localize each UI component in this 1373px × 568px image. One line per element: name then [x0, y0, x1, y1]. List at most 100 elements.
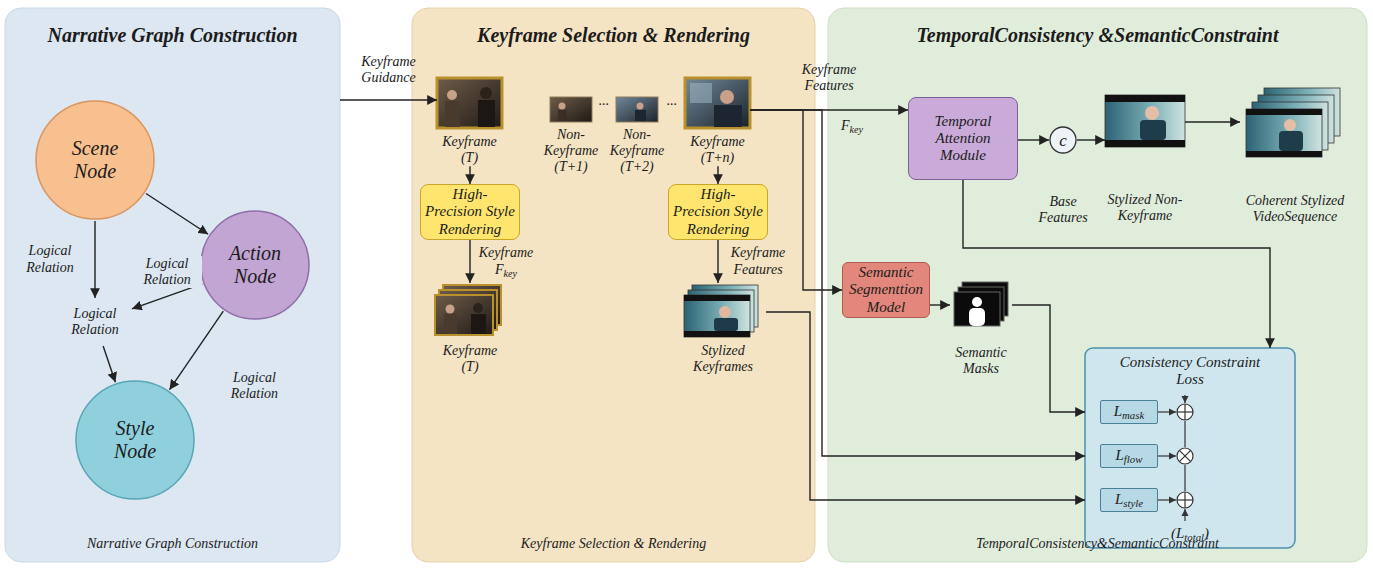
non-keyframe-image: Non-Keyframe (T+1)	[540, 97, 602, 175]
connector-arrow	[1185, 121, 1240, 122]
edge-label-anchor: Keyframe Features	[794, 62, 864, 94]
concat-circle: c	[1049, 126, 1077, 154]
loss-operators	[1158, 395, 1193, 521]
keyframe-image	[447, 90, 457, 100]
connector-arrow	[94, 221, 95, 298]
stylized-keyframe-stack	[684, 331, 750, 337]
video-sequence-stack	[1246, 109, 1322, 157]
keyframe-image	[685, 78, 750, 128]
edge-label-anchor: Keyframe Features	[723, 245, 793, 277]
edge-label-anchor: Keyframe Guidance	[354, 54, 424, 86]
non-keyframe-image	[616, 97, 658, 122]
free-label-anchor: ...	[665, 93, 680, 109]
action-node: Action Node	[200, 210, 310, 320]
keyframe-image	[478, 100, 495, 127]
mask-stack: Semantic Masks	[950, 282, 1012, 377]
process-box: Temporal Attention Module	[908, 97, 1018, 180]
connector-arrow	[340, 99, 437, 100]
free-label: Fkey	[839, 118, 865, 134]
panel-footer: Narrative Graph Construction	[87, 536, 258, 552]
keyframe-image	[480, 87, 492, 99]
process-box: Semantic Segmenttion Model	[842, 262, 930, 318]
connector-arrow	[169, 311, 223, 390]
circle-outline	[36, 101, 154, 219]
loss-operators	[1158, 499, 1176, 500]
loss-term: Lmask	[1100, 400, 1158, 424]
loss-operators	[1177, 404, 1193, 420]
operator-symbol: c	[1059, 132, 1067, 149]
relation-node: Logical Relation	[60, 300, 130, 344]
loss-operators	[1179, 450, 1190, 461]
edge-label: Keyframe Guidance	[354, 54, 424, 86]
concat-node: cBase Features	[1033, 126, 1093, 226]
edge-label-anchor: Logical Relation	[219, 370, 289, 402]
connector-arrow	[717, 166, 718, 184]
node-label: Consistency Constraint Loss	[1115, 354, 1265, 389]
stylized-frame	[1105, 95, 1185, 102]
circle-outline	[76, 381, 194, 499]
edge-label: Keyframe Fkey	[471, 245, 541, 277]
frame-caption: Coherent Stylized VideoSequence	[1240, 193, 1350, 225]
frame-stack: Stylized Keyframes	[680, 283, 766, 375]
total-loss-label: (Ltotal)	[1171, 525, 1209, 542]
edge-label: Logical Relation	[132, 256, 202, 288]
keyframe-image	[437, 78, 502, 128]
loss-operators	[1158, 411, 1176, 412]
non-keyframe-image: Non-Keyframe (T+2)	[606, 97, 668, 175]
node-label: Lflow	[1116, 447, 1143, 464]
loss-operators	[1184, 404, 1185, 420]
stylized-keyframe-stack	[684, 295, 750, 301]
connector-arrow	[1018, 139, 1049, 140]
loss-operators	[1177, 448, 1193, 464]
keyframe-stack	[446, 305, 455, 314]
loss-operators	[1184, 465, 1185, 491]
video-sequence-stack	[1246, 109, 1322, 115]
stylized-frame	[1145, 106, 1159, 120]
keyframe-stack	[435, 295, 493, 335]
non-keyframe-image	[558, 110, 567, 121]
frame-caption: Non-Keyframe (T+1)	[540, 127, 602, 175]
mask-stack	[969, 308, 985, 326]
panel-ground	[5, 8, 1367, 562]
connector-arrow	[766, 312, 1085, 500]
panel: Keyframe Selection & RenderingKeyframe S…	[412, 8, 815, 562]
stylized-keyframe-stack	[684, 285, 758, 337]
loss-operators	[1184, 421, 1185, 447]
loss-operators	[1184, 509, 1185, 521]
non-keyframe-image	[550, 97, 592, 122]
loss-operators	[1177, 492, 1193, 508]
loss-term: Lflow	[1100, 444, 1158, 468]
mask-stack	[954, 282, 1008, 326]
panel-ground	[412, 8, 815, 562]
video-sequence-stack	[1284, 119, 1296, 131]
panel-ground	[828, 8, 1367, 562]
process-box: High-Precision Style Rendering	[420, 184, 520, 240]
edge-label-anchor: Logical Relation	[132, 256, 202, 288]
process-box: High-Precision Style Rendering	[668, 184, 768, 240]
stylized-keyframe-stack	[684, 295, 750, 337]
concat-circle	[1050, 127, 1076, 153]
connector-arrow	[103, 346, 115, 382]
keyframe-image	[720, 90, 734, 104]
frame-caption: Keyframe (T)	[437, 343, 503, 375]
connector-arrow	[146, 193, 208, 234]
frame-caption: Stylized Keyframes	[685, 343, 761, 375]
loss-box: Consistency Constraint Loss (Ltotal) Lmask…	[1085, 348, 1295, 548]
panel-footer: Keyframe Selection & Rendering	[521, 536, 706, 552]
stylized-frame: Stylized Non-Keyframe	[1105, 95, 1185, 224]
keyframe-stack	[444, 314, 457, 334]
node-label: Style Node	[100, 417, 170, 463]
connector-arrow	[469, 240, 470, 283]
node-label: High-Precision Style Rendering	[425, 186, 515, 238]
stylized-frame	[1105, 140, 1185, 147]
frame-stack: Keyframe (T)	[433, 283, 507, 375]
frame-caption: Base Features	[1033, 194, 1093, 226]
connector-arrow	[717, 240, 718, 283]
panel: TemporalConsistency &SemanticConstraintT…	[828, 8, 1367, 562]
keyframe-stack	[473, 303, 483, 313]
node-label: Lmask	[1114, 403, 1145, 420]
panel-heading: Narrative Graph Construction	[47, 24, 297, 47]
free-label: ...	[597, 93, 612, 109]
free-label-anchor: ...	[597, 93, 612, 109]
